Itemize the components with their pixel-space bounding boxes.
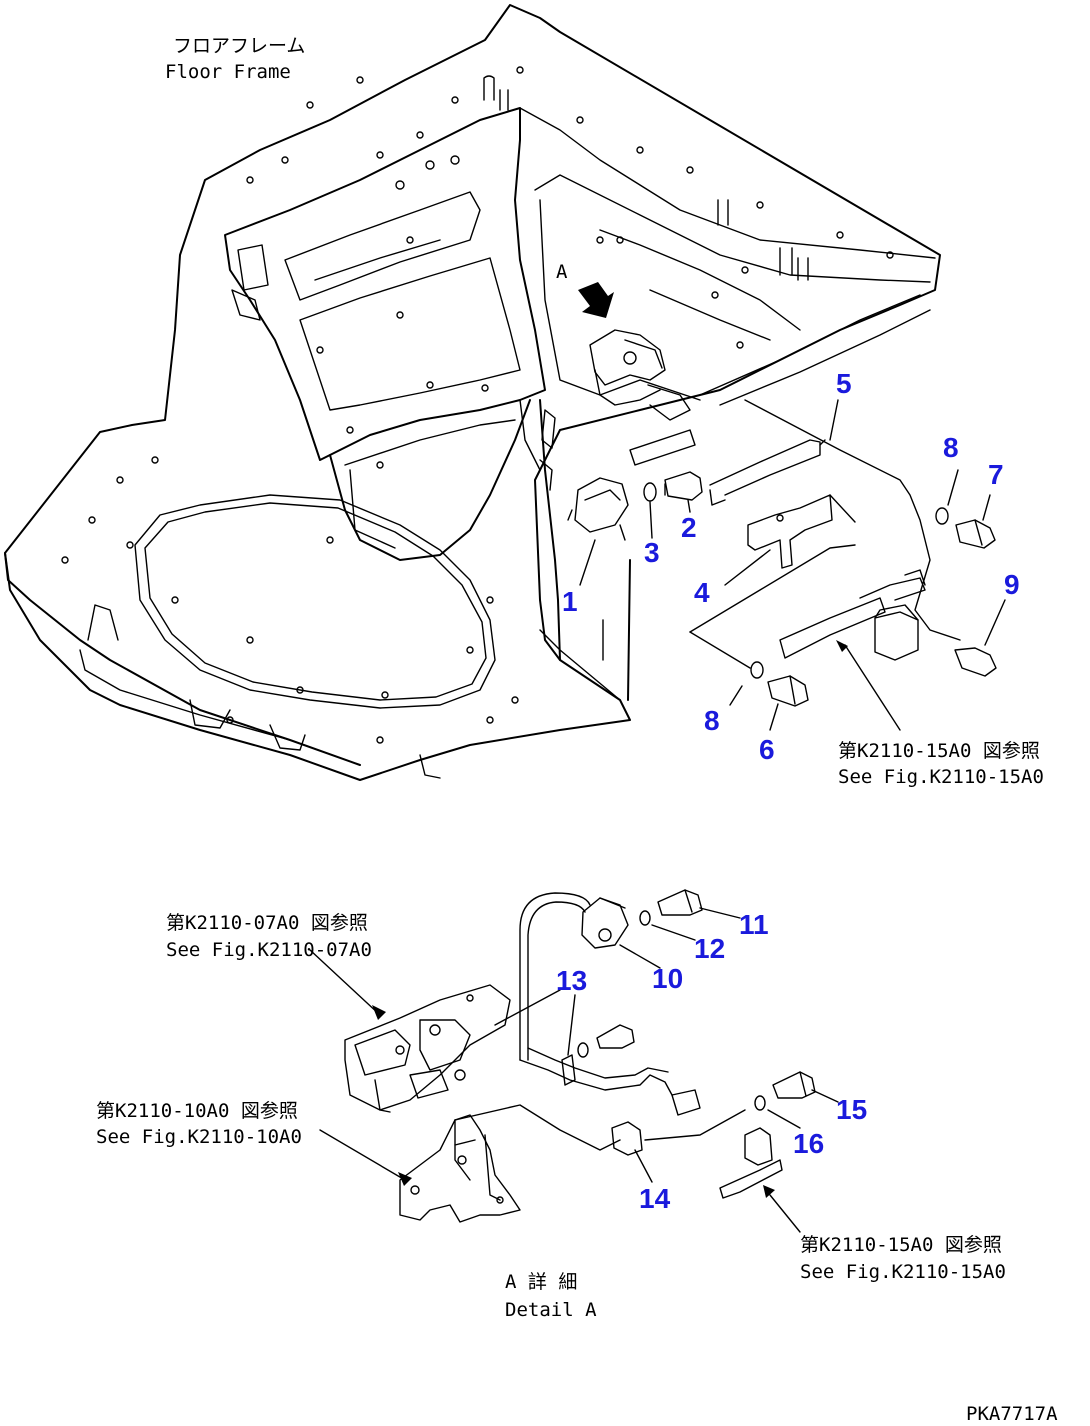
outline-chain (744, 399, 961, 641)
part-number-10: 10 (652, 963, 683, 994)
detail-a-label-jp: A 詳 細 (505, 1271, 577, 1293)
ref-15a0-upper-jp: 第K2110-15A0 図参照 (838, 740, 1040, 762)
part-number-2: 2 (681, 512, 697, 543)
part-number-13: 13 (556, 965, 587, 996)
floor-frame-label-jp: フロアフレーム (173, 35, 305, 57)
part-number-15: 15 (836, 1094, 867, 1125)
part-8-washer-upper (935, 507, 949, 525)
part-number-8-lower: 8 (704, 705, 720, 736)
detail-a-label-en: Detail A (505, 1299, 597, 1321)
view-a-label: A (556, 261, 568, 283)
part-number-6: 6 (759, 734, 775, 765)
part-number-12: 12 (694, 933, 725, 964)
outline-chain-lower (689, 544, 856, 633)
part-number-4: 4 (694, 577, 710, 608)
part-number-5: 5 (836, 368, 852, 399)
part-6-bolt (767, 675, 809, 707)
ref-10a0-jp: 第K2110-10A0 図参照 (96, 1100, 298, 1122)
relay-bracket (779, 569, 926, 661)
part-9-bolt (954, 647, 997, 677)
switch-assembly-upper (589, 329, 696, 466)
part-8-washer-lower (750, 661, 764, 679)
part-5-bracket (709, 439, 826, 506)
ref-10a0-en: See Fig.K2110-10A0 (96, 1126, 302, 1148)
part-number-7: 7 (988, 459, 1004, 490)
leader-lines-top (579, 399, 1006, 731)
part-3-washer (643, 482, 657, 502)
floor-frame-label-en: Floor Frame (165, 61, 291, 83)
part-number-16: 16 (793, 1128, 824, 1159)
part-number-8-upper: 8 (943, 432, 959, 463)
part-1-switch (567, 477, 629, 541)
ref-15a0-lower-jp: 第K2110-15A0 図参照 (800, 1234, 1002, 1256)
ref-07a0-en: See Fig.K2110-07A0 (166, 939, 372, 961)
part-number-3: 3 (644, 537, 660, 568)
detail-a-drawing (309, 889, 839, 1233)
part-7-bolt (955, 519, 996, 549)
part-number-14: 14 (639, 1183, 671, 1214)
drawing-id: PKA7717A (966, 1403, 1058, 1425)
outline-chain-lower2 (689, 631, 751, 669)
ref-07a0-jp: 第K2110-07A0 図参照 (166, 912, 368, 934)
part-number-1: 1 (562, 586, 578, 617)
view-a-arrow: A (556, 261, 614, 318)
part-2-bolt (664, 471, 703, 501)
floor-frame-drawing (4, 4, 941, 781)
part-number-9: 9 (1004, 569, 1020, 600)
part-number-11: 11 (739, 909, 769, 940)
ref-15a0-upper-en: See Fig.K2110-15A0 (838, 766, 1044, 788)
ref-15a0-lower-en: See Fig.K2110-15A0 (800, 1261, 1006, 1283)
part-4-bracket (747, 494, 856, 569)
